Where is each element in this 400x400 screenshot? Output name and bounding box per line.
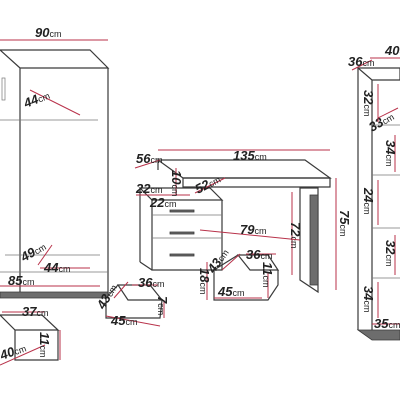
desk-drawer-b-l-label: 45cm <box>217 284 244 299</box>
shelf-unit: 40cm 36cm 33cm 32cm 34cm 24cm 32cm 34cm … <box>348 43 400 341</box>
wardrobe-drawer-front <box>14 330 59 361</box>
desk-handle-1 <box>169 209 195 213</box>
desk-drawer-b-h-label: 11cm <box>260 262 275 288</box>
desk-handle-3 <box>169 253 195 257</box>
desk-ped-top-label: 10cm <box>169 170 184 196</box>
shelf-inner-w-label: 35cm <box>374 316 400 331</box>
shelf-inner-top-line <box>377 107 399 119</box>
wardrobe-inner-h-line <box>37 244 53 266</box>
shelf-comp4-label: 32cm <box>383 240 398 266</box>
desk-drawer-b-w-label: 36cm <box>246 247 272 262</box>
desk-width-label: 135cm <box>233 148 267 163</box>
wardrobe: 90cm 44cm 49cm 44cm 85cm 37cm 40cm 11cm <box>0 25 110 366</box>
wardrobe-drawer-h-label: 11cm <box>37 332 52 358</box>
desk-ped-inner-label: 22cm <box>149 195 176 210</box>
desk-height-label: 75cm <box>337 210 352 236</box>
shelf-top <box>356 67 400 81</box>
desk-drawer-a-d-label: 43cm <box>93 281 120 312</box>
wardrobe-inner-w-label: 85cm <box>8 273 34 288</box>
desk-leg-panel <box>299 187 319 294</box>
desk-drawer-a-w-label: 36cm <box>138 275 164 290</box>
desk-drawer-a-d-line <box>113 281 129 299</box>
desk-handle-2 <box>169 231 195 235</box>
desk-drawer-a-side <box>105 284 119 299</box>
desk-top-edge <box>182 177 331 188</box>
wardrobe-drawer-w-label: 37cm <box>22 304 48 319</box>
shelf-comp5-label: 34cm <box>361 286 376 312</box>
wardrobe-inner-d-label: 44cm <box>43 260 70 275</box>
desk-drawer-b-front <box>213 270 279 301</box>
desk-drawer-b-side <box>213 254 239 271</box>
shelf-comp2-label: 34cm <box>383 140 398 166</box>
wardrobe-depth-label: 44cm <box>21 87 52 111</box>
wardrobe-drawer-d-label: 40cm <box>0 340 28 363</box>
desk-drawer-b-side-label: 18cm <box>197 268 212 294</box>
desk-ped-w-label: 22cm <box>135 181 162 196</box>
shelf-comp3-label: 24cm <box>361 187 376 214</box>
wardrobe-drawer-d-line <box>0 344 46 366</box>
shelf-width-label: 40cm <box>384 43 400 58</box>
wardrobe-plinth <box>0 291 109 299</box>
shelf-depth-line <box>351 59 373 71</box>
desk-knee-w-label: 79cm <box>240 222 266 237</box>
desk-drawer-a-l-line <box>105 315 161 327</box>
wardrobe-top <box>0 49 110 69</box>
desk-depth-label: 56cm <box>136 151 162 166</box>
desk-pedestal-front <box>151 200 223 271</box>
desk-ped-d-line <box>194 177 226 194</box>
wardrobe-depth-line <box>29 89 81 116</box>
shelf-depth-label: 36cm <box>348 54 374 69</box>
desk-depth-line <box>134 159 161 169</box>
desk: 135cm 56cm 75cm 72cm 79cm 22cm 10cm 52cm… <box>93 148 352 328</box>
desk-drawer-a-front <box>105 298 163 319</box>
shelf-comp1-label: 32cm <box>361 90 376 116</box>
shelf-plinth <box>356 329 400 341</box>
desk-drawer-a-h-label: 7cm <box>155 296 170 315</box>
desk-drawer-b-d-line <box>221 253 241 271</box>
wardrobe-handle <box>1 77 6 101</box>
desk-drawer-a-l-label: 45cm <box>110 313 137 328</box>
desk-knee-w-line <box>199 229 301 241</box>
desk-leg-inner <box>309 194 319 286</box>
desk-ped-d-label: 52cm <box>192 171 222 197</box>
desk-pedestal-bottom-side <box>139 261 153 271</box>
desk-leg-h-label: 72cm <box>288 222 303 248</box>
wardrobe-width-label: 90cm <box>35 25 61 40</box>
